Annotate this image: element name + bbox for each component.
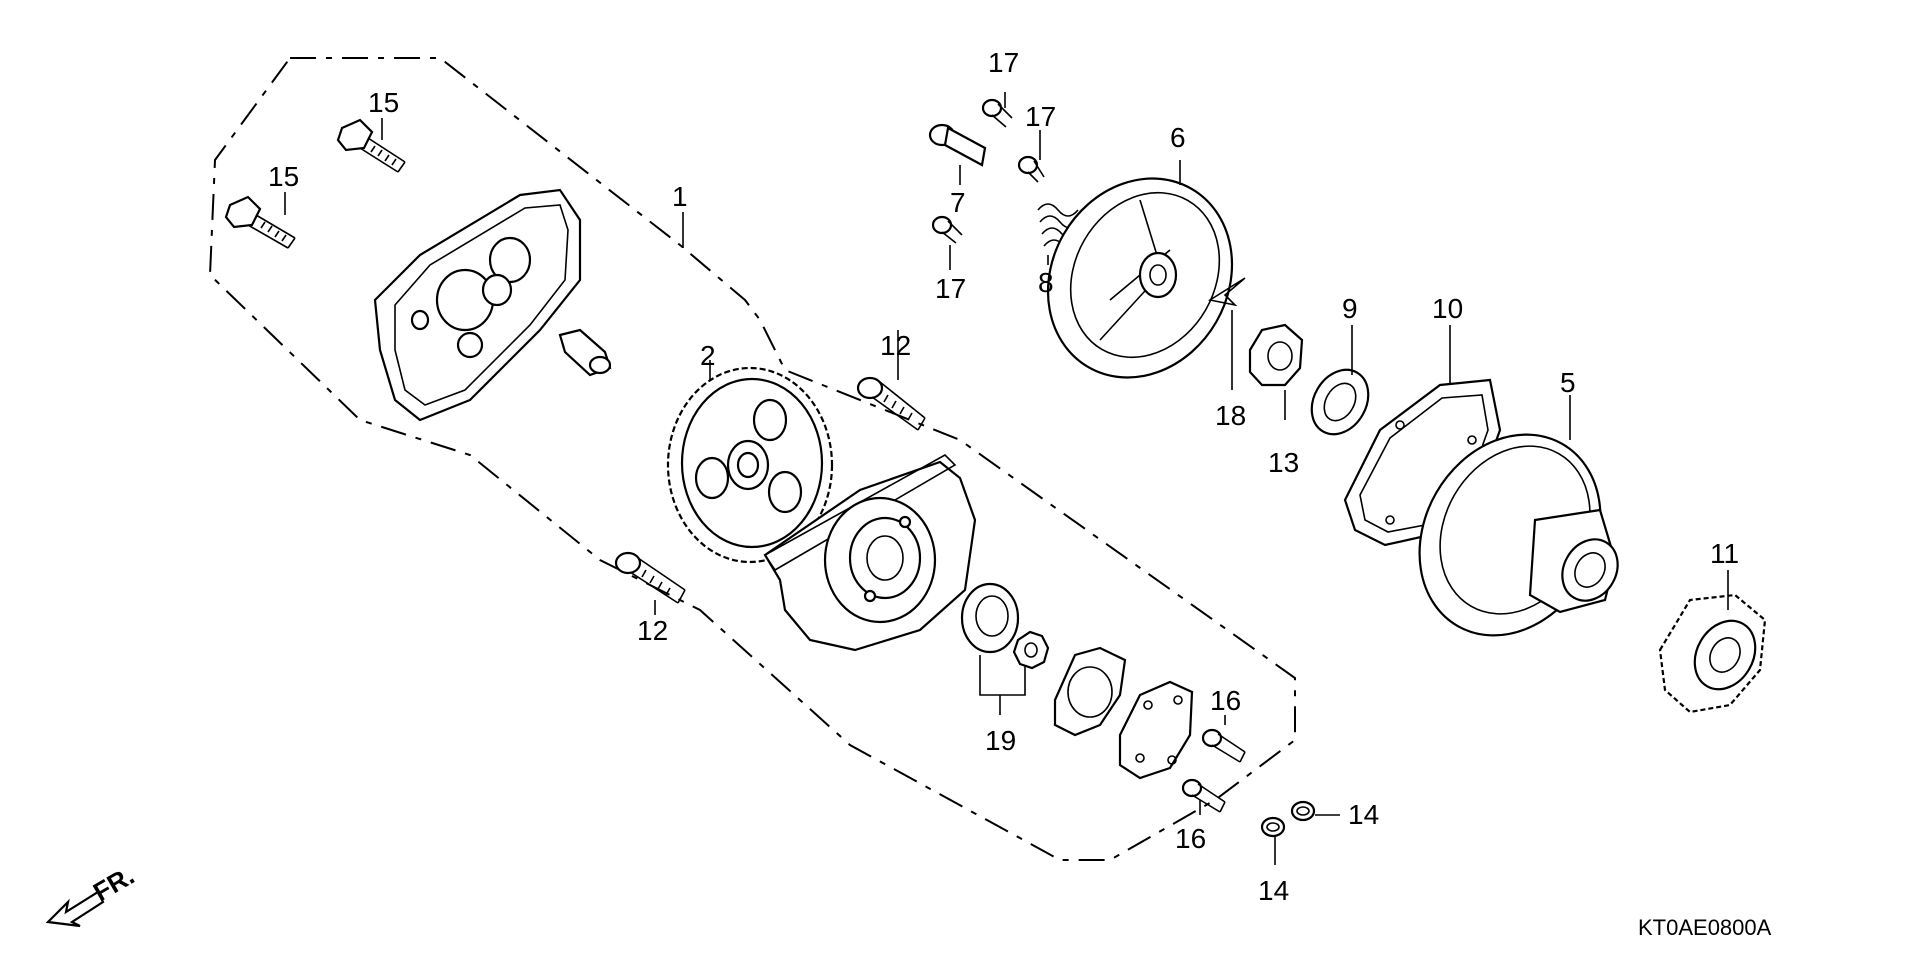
assembly-boundary [208, 57, 1296, 861]
callout-8: 8 [1038, 267, 1054, 298]
callout-labels: 1 2 5 6 7 8 9 10 11 12 12 13 14 14 15 15… [268, 47, 1739, 906]
callout-19: 19 [985, 725, 1016, 756]
callout-1: 1 [672, 181, 688, 212]
callout-14-right: 14 [1348, 799, 1379, 830]
callout-6: 6 [1170, 122, 1186, 153]
screw-17-middle[interactable] [1017, 155, 1045, 183]
pump-body[interactable] [763, 454, 977, 652]
callout-10: 10 [1432, 293, 1463, 324]
callout-17-middle: 17 [1025, 101, 1056, 132]
bolt-15-upper[interactable] [336, 118, 406, 173]
bolt-7[interactable] [928, 123, 987, 167]
driven-gear[interactable] [666, 366, 834, 564]
o-ring-14-right[interactable] [1290, 800, 1316, 822]
screw-16-upper[interactable] [1201, 728, 1246, 763]
callout-11: 11 [1710, 538, 1739, 569]
callout-17-bottom: 17 [935, 273, 966, 304]
callout-7: 7 [950, 187, 966, 218]
callout-15-lower: 15 [268, 161, 299, 192]
screw-16-lower[interactable] [1181, 778, 1226, 813]
spring-8[interactable] [1037, 203, 1085, 253]
nut-13[interactable] [1248, 323, 1304, 387]
callout-2: 2 [700, 340, 716, 371]
clip-18[interactable] [1207, 277, 1246, 307]
callout-16-upper: 16 [1210, 685, 1241, 716]
diagram-code: KT0AE0800A [1638, 915, 1772, 940]
o-ring-14-left[interactable] [1260, 816, 1286, 838]
screw-17-top[interactable] [981, 98, 1013, 128]
bolt-12-upper[interactable] [856, 376, 926, 431]
outer-rotor[interactable] [960, 582, 1020, 654]
bolt-12-lower[interactable] [614, 551, 686, 604]
callout-12-upper: 12 [880, 330, 911, 361]
pump-plate[interactable] [1118, 680, 1194, 780]
clutch-drum-5[interactable] [1384, 402, 1636, 669]
callout-16-lower: 16 [1175, 823, 1206, 854]
pump-cover-left[interactable] [373, 188, 582, 422]
callout-15-upper: 15 [368, 87, 399, 118]
callout-5: 5 [1560, 367, 1576, 398]
callout-12-lower: 12 [637, 615, 668, 646]
gear-11[interactable] [1658, 593, 1767, 714]
leader-lines [284, 92, 1729, 865]
callout-13: 13 [1268, 447, 1299, 478]
pump-gasket[interactable] [1053, 646, 1127, 737]
callout-9: 9 [1342, 293, 1358, 324]
callout-18: 18 [1215, 400, 1246, 431]
inner-rotor[interactable] [1012, 630, 1050, 670]
clutch-outer-6[interactable] [1012, 145, 1267, 411]
callout-14-bottom: 14 [1258, 875, 1289, 906]
dowel-pin[interactable] [558, 328, 612, 377]
screw-17-left[interactable] [931, 215, 963, 244]
callout-17-top: 17 [988, 47, 1019, 78]
washer-9[interactable] [1300, 360, 1379, 445]
bolt-15-lower[interactable] [224, 195, 296, 249]
front-direction-arrow: FR. [45, 860, 139, 928]
